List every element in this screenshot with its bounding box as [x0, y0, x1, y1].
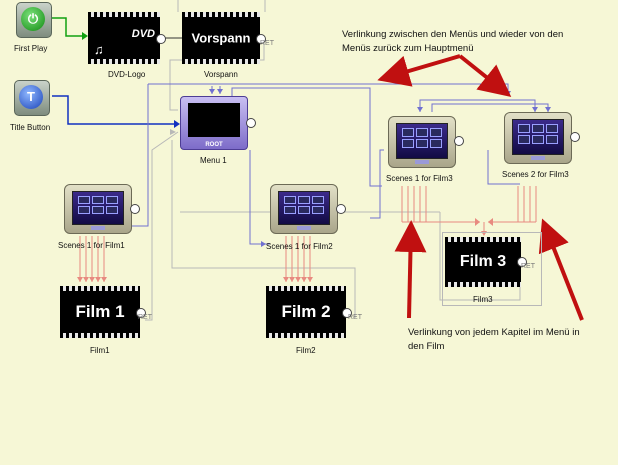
- film1-label: Film1: [90, 346, 110, 355]
- title-button-label: Title Button: [10, 123, 51, 132]
- title-icon: T: [19, 85, 43, 109]
- menu-linking-annotation: Verlinkung zwischen den Menüs und wieder…: [342, 29, 564, 54]
- film1-output-port[interactable]: [136, 308, 146, 318]
- first-play-label: First Play: [14, 44, 48, 53]
- film1-screen-text: Film 1: [75, 302, 125, 321]
- film1-ret-label: RET: [138, 314, 152, 321]
- power-icon: ⏻: [21, 7, 45, 31]
- scenes-film2-output-port[interactable]: [336, 204, 346, 214]
- scenes2-film3-label: Scenes 2 for Film3: [502, 170, 569, 179]
- music-note-icon: ♫: [94, 42, 104, 57]
- dvd-logo-node[interactable]: ♫ DVD DVD-Logo: [88, 12, 168, 82]
- menu1-node[interactable]: ROOT Menu 1: [180, 96, 260, 166]
- vorspann-screen-text: Vorspann: [191, 30, 251, 46]
- film2-node[interactable]: Film 2 RET Film2: [266, 286, 366, 356]
- dvd-logo-output-port[interactable]: [156, 34, 166, 44]
- film1-node[interactable]: Film 1 RET Film1: [60, 286, 160, 356]
- scenes-film1-node[interactable]: Scenes 1 for Film1: [58, 182, 158, 252]
- vorspann-output-port[interactable]: [256, 34, 266, 44]
- scenes2-film3-output-port[interactable]: [570, 132, 580, 142]
- title-button-node[interactable]: T Title Button: [8, 80, 68, 136]
- vorspann-ret-label: RET: [260, 40, 274, 47]
- dvd-logo-mark: DVD: [131, 28, 155, 40]
- film3-ret-label: RET: [521, 263, 535, 270]
- dvd-logo-label: DVD-Logo: [108, 70, 146, 79]
- film2-label: Film2: [296, 346, 316, 355]
- menu1-output-port[interactable]: [246, 118, 256, 128]
- film3-output-port[interactable]: [517, 257, 527, 267]
- film2-screen-text: Film 2: [281, 302, 331, 321]
- title-link: [52, 95, 178, 125]
- menu1-label: Menu 1: [200, 156, 227, 165]
- film3-screen-text: Film 3: [459, 253, 507, 270]
- film2-ret-label: RET: [348, 314, 362, 321]
- film2-output-port[interactable]: [342, 308, 352, 318]
- root-badge: ROOT: [205, 142, 223, 148]
- scenes-film1-label: Scenes 1 for Film1: [58, 241, 125, 250]
- vorspann-label: Vorspann: [204, 70, 238, 79]
- scenes1-film3-node[interactable]: Scenes 1 for Film3: [384, 114, 484, 186]
- vorspann-node[interactable]: Vorspann RET Vorspann: [182, 12, 282, 82]
- scenes1-film3-label: Scenes 1 for Film3: [386, 174, 453, 183]
- scenes-film1-output-port[interactable]: [130, 204, 140, 214]
- scenes-film2-node[interactable]: Scenes 1 for Film2: [266, 184, 366, 254]
- scenes-film2-label: Scenes 1 for Film2: [266, 242, 333, 251]
- scenes2-film3-node[interactable]: Scenes 2 for Film3: [500, 112, 600, 184]
- film3-label: Film3: [473, 295, 493, 304]
- scenes1-film3-output-port[interactable]: [454, 136, 464, 146]
- film3-node[interactable]: Film 3 RET Film3: [442, 232, 542, 306]
- first-play-node[interactable]: ⏻ First Play: [14, 2, 54, 58]
- first-play-link: [52, 17, 86, 37]
- chapter-linking-annotation: Verlinkung von jedem Kapitel im Menü in …: [408, 327, 580, 352]
